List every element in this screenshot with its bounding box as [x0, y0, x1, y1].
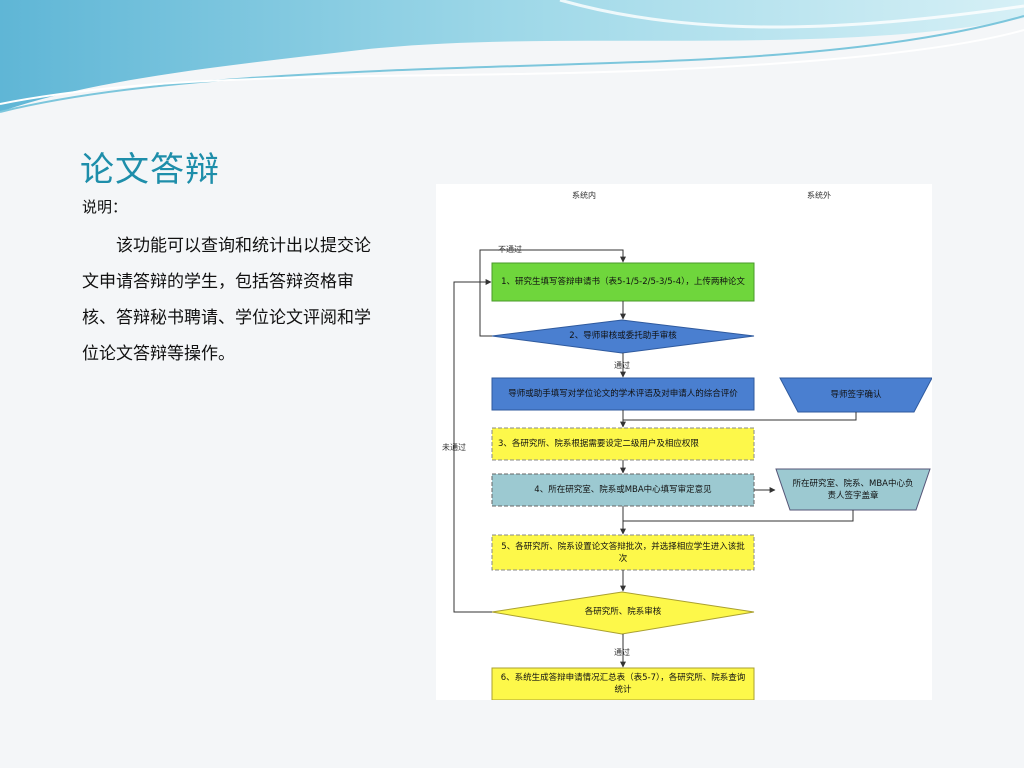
- node-step4-text: 4、所在研究室、院系或MBA中心填写审定意见: [534, 485, 712, 495]
- node-step1-box: [491, 262, 755, 302]
- node-step3-box: [491, 427, 755, 461]
- note-label: 说明：: [82, 198, 128, 216]
- slide-title: 论文答辩: [80, 150, 220, 190]
- node-step3-text: 3、各研究所、院系根据需要设定二级用户及相应权限: [498, 439, 699, 449]
- flowchart: 系统内 系统外 不通过 通过 未通过 通过 1、研究生填写答辩申请书（表5-1/…: [436, 184, 932, 700]
- edge-label-pass-1: 通过: [614, 361, 630, 370]
- node-step6-box: [491, 667, 755, 700]
- note-body: 该功能可以查询和统计出以提交论文申请答辩的学生，包括答辩资格审核、答辩秘书聘请、…: [82, 236, 371, 364]
- edge-reject-left: [453, 279, 492, 613]
- node-review-box: [491, 377, 755, 411]
- column-inside: 系统内: [572, 191, 596, 200]
- node-step1-text: 1、研究生填写答辩申请书（表5-1/5-2/5-3/5-4），上传两种论文: [501, 277, 745, 287]
- column-outside: 系统外: [807, 191, 831, 200]
- node-step5-box: [491, 534, 755, 571]
- node-step6-text: 6、系统生成答辩申请情况汇总表（表5-7），各研究所、院系查询统计: [500, 673, 746, 695]
- node-step4-box: [491, 473, 755, 507]
- edge-reject-top: [479, 249, 626, 337]
- edge-sign-return: [623, 412, 857, 421]
- node-dept-review-text: 各研究所、院系审核: [584, 607, 662, 617]
- header-waves: [0, 0, 1024, 113]
- edge-label-not-pass-top: 不通过: [498, 245, 522, 254]
- node-dept-sign-trapezoid: [775, 468, 931, 511]
- node-step2-diamond: [491, 319, 755, 354]
- flowchart-graphics: [453, 249, 932, 700]
- edge-label-pass-2: 通过: [614, 648, 630, 657]
- node-dept-sign-text: 所在研究室、院系、MBA中心负责人签字盖章: [792, 479, 914, 501]
- edge-dept-sign-return: [623, 510, 854, 522]
- edge-label-not-pass-left: 未通过: [442, 443, 466, 452]
- node-review-text: 导师或助手填写对学位论文的学术评语及对申请人的综合评价: [508, 389, 738, 399]
- node-dept-review-diamond: [491, 591, 755, 635]
- node-sign-text: 导师签字确认: [830, 390, 882, 400]
- node-step2-text: 2、导师审核或委托助手审核: [569, 331, 677, 341]
- node-sign-trapezoid: [779, 377, 932, 413]
- node-step5-text: 5、各研究所、院系设置论文答辩批次，并选择相应学生进入该批次: [501, 541, 745, 564]
